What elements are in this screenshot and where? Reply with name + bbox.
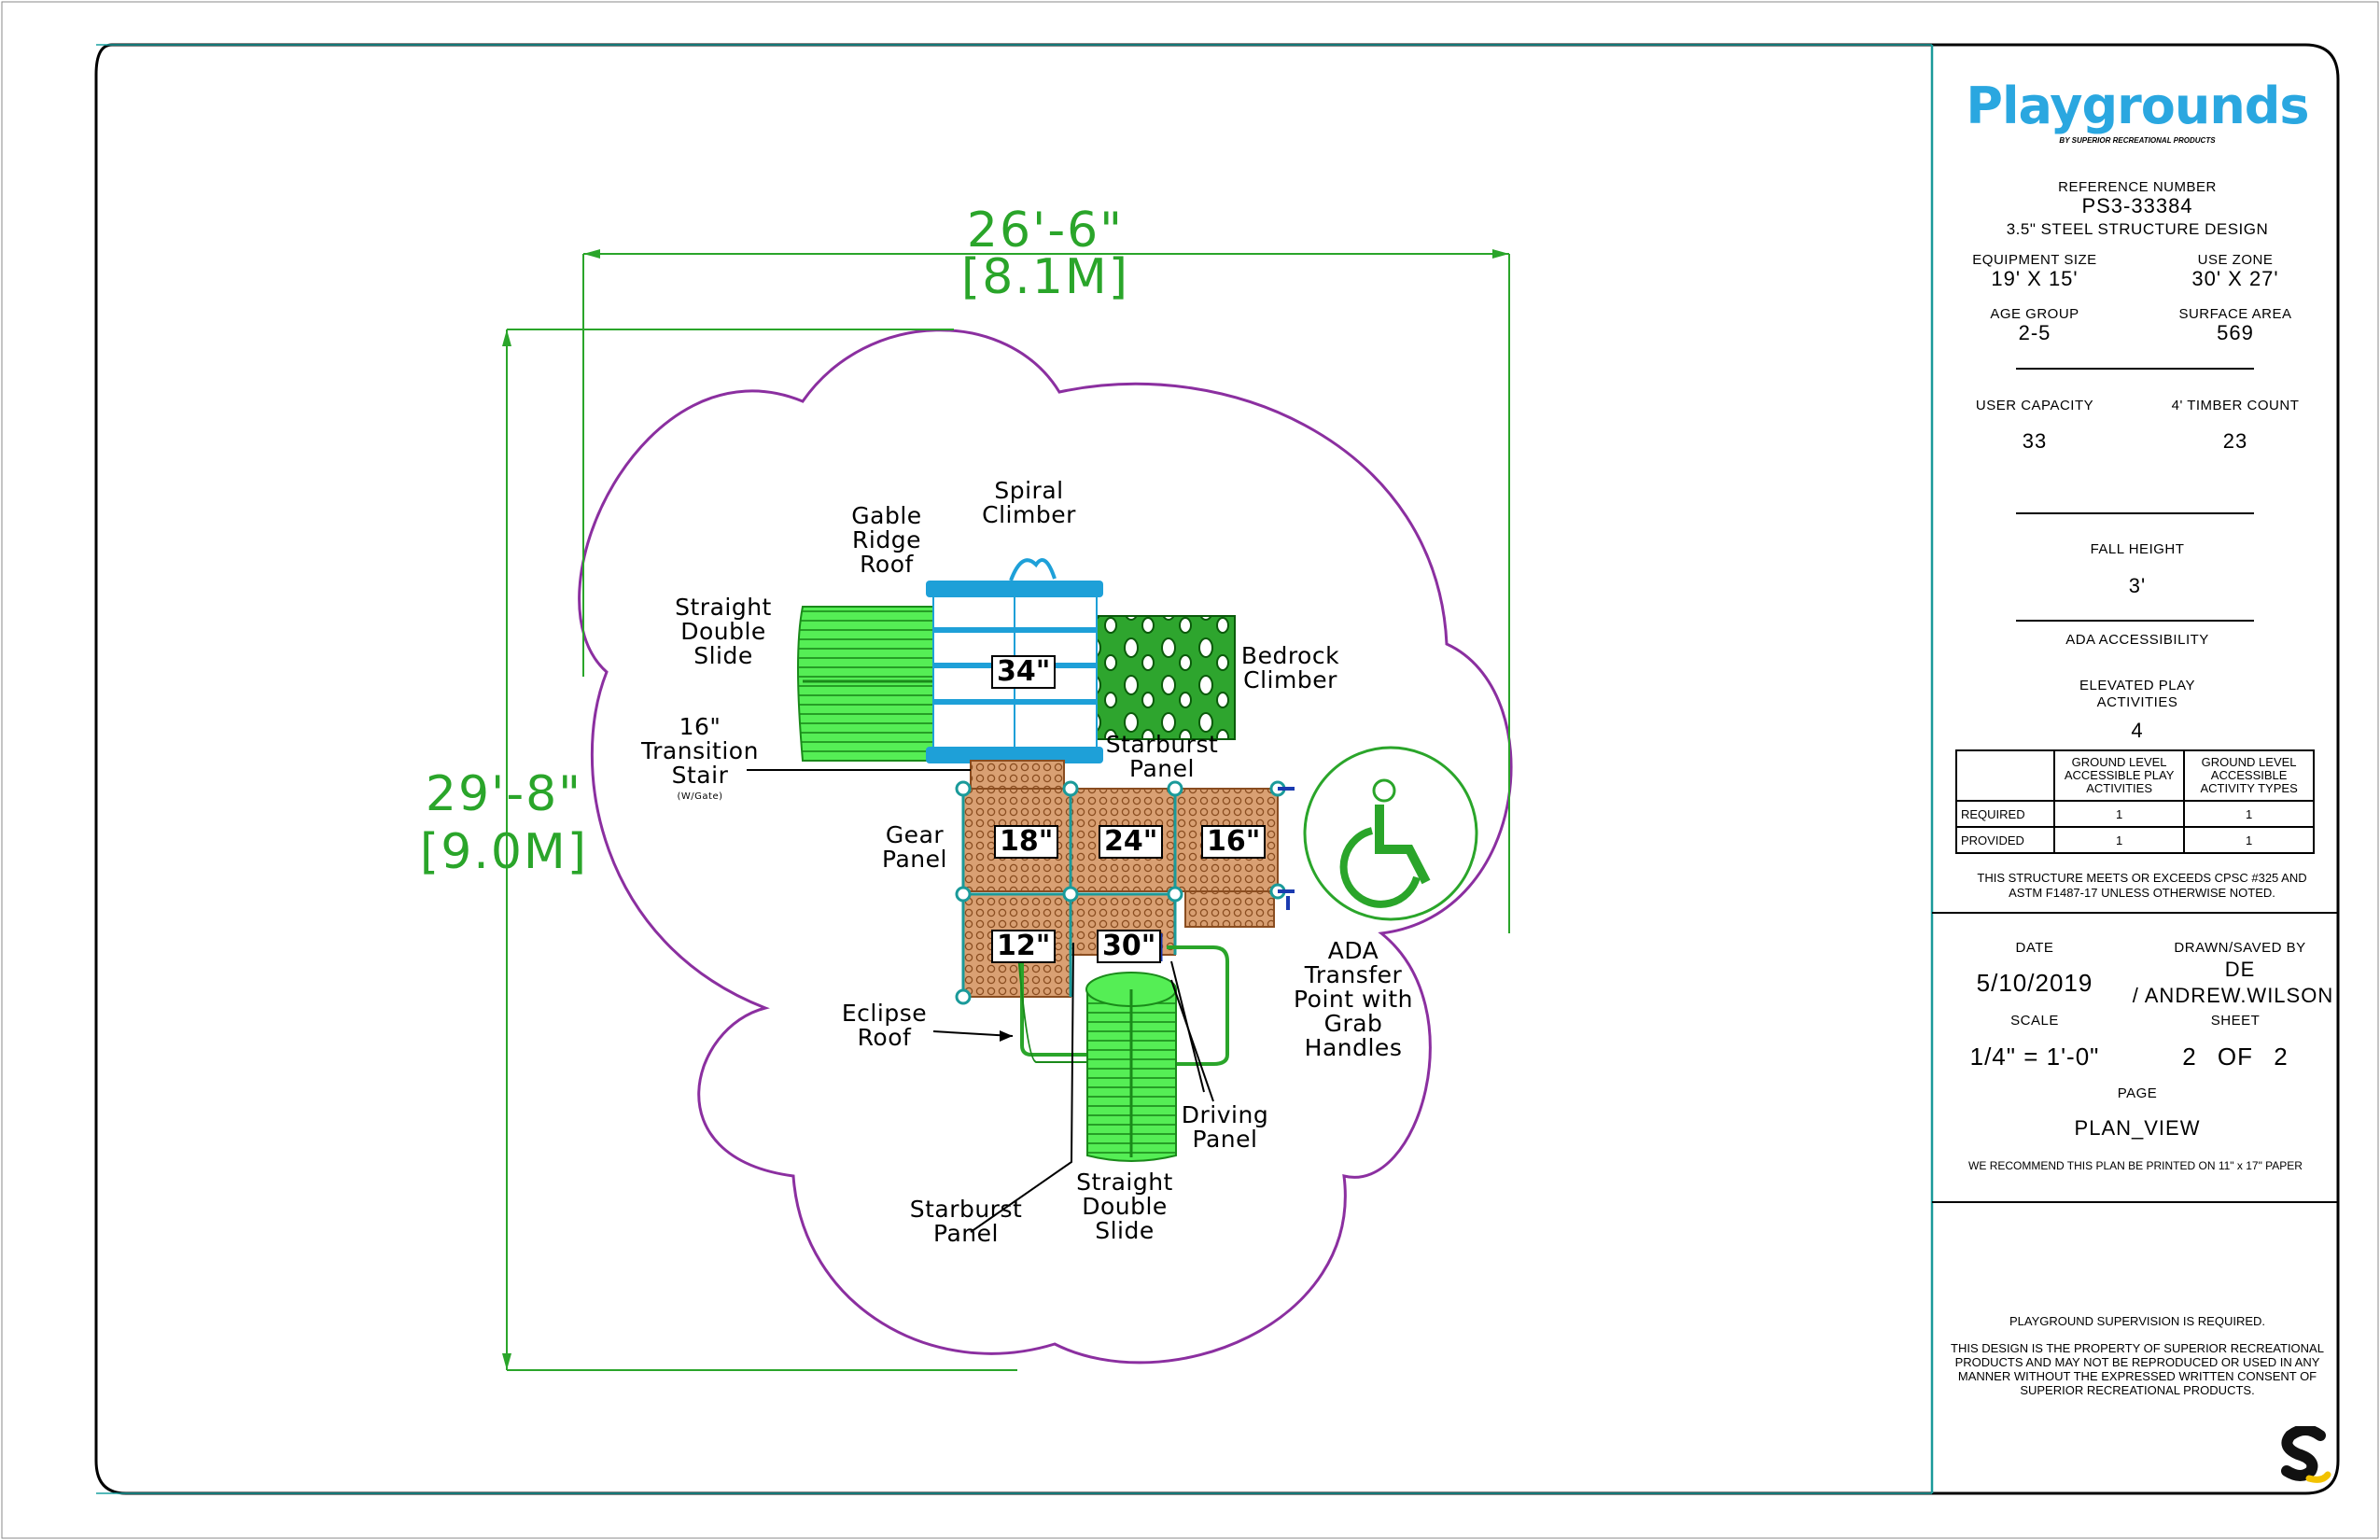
deck-height-24: 24" xyxy=(1099,825,1164,859)
label-spiral-climber: Spiral Climber xyxy=(982,477,1076,528)
ada-col-play-activities: GROUND LEVEL ACCESSIBLE PLAY ACTIVITIES xyxy=(2052,749,2186,802)
equipment-size-label: EQUIPMENT SIZE xyxy=(1972,252,2097,268)
wheelchair-icon xyxy=(1303,746,1478,921)
height-dimension-m: [9.0M] xyxy=(419,824,589,880)
label-bedrock-climber: Bedrock Climber xyxy=(1240,642,1340,693)
scale-label: SCALE xyxy=(2010,1013,2059,1029)
use-zone-label: USE ZONE xyxy=(2197,252,2274,268)
ada-cell: 1 xyxy=(2052,800,2186,828)
timber-count-label: 4' TIMBER COUNT xyxy=(2171,398,2300,413)
width-dimension-m: [8.1M] xyxy=(960,249,1130,305)
fall-height-value: 3' xyxy=(2128,574,2147,597)
surface-area-value: 569 xyxy=(2217,321,2254,344)
straight-double-slide-bottom xyxy=(1085,972,1177,1162)
scale-value: 1/4" = 1'-0" xyxy=(1969,1043,2100,1071)
ada-table: GROUND LEVEL ACCESSIBLE PLAY ACTIVITIES … xyxy=(1955,749,2315,854)
brand-logo: Playgrounds xyxy=(1966,77,2309,135)
label-eclipse-roof: Eclipse Roof xyxy=(841,1000,928,1051)
ada-accessibility-label: ADA ACCESSIBILITY xyxy=(2065,632,2209,648)
age-group-value: 2-5 xyxy=(2018,321,2051,344)
reference-label: REFERENCE NUMBER xyxy=(2058,179,2217,195)
drawn-label: DRAWN/SAVED BY xyxy=(2174,940,2306,956)
label-straight-slide-bottom: Straight Double Slide xyxy=(1076,1169,1173,1244)
supervision-note: PLAYGROUND SUPERVISION IS REQUIRED. xyxy=(2009,1314,2266,1328)
leader-lines xyxy=(747,769,1214,1233)
gable-ridge-roof xyxy=(926,581,1103,763)
elevated-play-value: 4 xyxy=(2131,719,2144,742)
drawing-border xyxy=(94,43,2340,1495)
deck-height-12: 12" xyxy=(991,930,1057,963)
timber-count-value: 23 xyxy=(2222,429,2248,453)
deck-height-16: 16" xyxy=(1201,825,1267,859)
use-zone-outline xyxy=(578,329,1513,1365)
elevated-play-label: ELEVATED PLAY ACTIVITIES xyxy=(2079,678,2196,710)
user-capacity-value: 33 xyxy=(2022,429,2048,453)
ada-row-label: REQUIRED xyxy=(1955,800,2055,828)
reference-number: PS3-33384 xyxy=(2081,194,2193,217)
brand-subtext: BY SUPERIOR RECREATIONAL PRODUCTS xyxy=(2059,136,2216,145)
label-gable-roof: Gable Ridge Roof xyxy=(851,502,922,578)
sheet-value: 2 OF 2 xyxy=(2182,1043,2289,1071)
date-value: 5/10/2019 xyxy=(1976,969,2093,997)
label-transition-stair: 16" Transition Stair xyxy=(641,713,759,789)
deck-height-18: 18" xyxy=(994,825,1059,859)
label-starburst-top: Starburst Panel xyxy=(1105,731,1219,782)
saved-by: / ANDREW.WILSON xyxy=(2132,984,2334,1007)
property-note: THIS DESIGN IS THE PROPERTY OF SUPERIOR … xyxy=(1951,1341,2324,1397)
width-dimension-ft: 26'-6" xyxy=(966,203,1125,259)
page-value: PLAN_VIEW xyxy=(2074,1116,2201,1140)
ada-col-activity-types: GROUND LEVEL ACCESSIBLE ACTIVITY TYPES xyxy=(2183,749,2315,802)
use-zone-value: 30' X 27' xyxy=(2191,267,2279,290)
drawn-by: DE xyxy=(2224,958,2256,981)
label-driving-panel: Driving Panel xyxy=(1181,1101,1269,1153)
label-w-gate: (W/Gate) xyxy=(677,791,723,802)
label-starburst-bottom: Starburst Panel xyxy=(909,1196,1023,1247)
label-ada-transfer: ADA Transfer Point with Grab Handles xyxy=(1293,937,1414,1061)
ada-cell: 1 xyxy=(2052,826,2186,854)
sheet-label: SHEET xyxy=(2210,1013,2261,1029)
user-capacity-label: USER CAPACITY xyxy=(1975,398,2094,413)
structure-design: 3.5" STEEL STRUCTURE DESIGN xyxy=(2006,220,2269,238)
age-group-label: AGE GROUP xyxy=(1990,306,2079,322)
ada-row-label: PROVIDED xyxy=(1955,826,2055,854)
ada-cell: 1 xyxy=(2183,800,2315,828)
bedrock-climber xyxy=(1096,615,1236,740)
spiral-climber xyxy=(1009,558,1057,581)
ada-cell: 1 xyxy=(2183,826,2315,854)
superior-logo-icon xyxy=(2281,1426,2331,1483)
deck-height-34: 34" xyxy=(991,655,1057,689)
page-label: PAGE xyxy=(2117,1085,2158,1101)
date-label: DATE xyxy=(2015,940,2054,956)
straight-double-slide-left xyxy=(797,606,934,762)
deck-height-30: 30" xyxy=(1097,930,1162,963)
label-gear-panel: Gear Panel xyxy=(882,821,947,873)
compliance-note: THIS STRUCTURE MEETS OR EXCEEDS CPSC #32… xyxy=(1977,871,2307,900)
surface-area-label: SURFACE AREA xyxy=(2178,306,2292,322)
fall-height-label: FALL HEIGHT xyxy=(2090,541,2185,557)
equipment-size-value: 19' X 15' xyxy=(1991,267,2079,290)
grab-handle xyxy=(1278,787,1295,910)
print-note: WE RECOMMEND THIS PLAN BE PRINTED ON 11"… xyxy=(1968,1159,2303,1172)
height-dimension-ft: 29'-8" xyxy=(425,766,583,822)
label-straight-slide-left: Straight Double Slide xyxy=(675,594,772,669)
